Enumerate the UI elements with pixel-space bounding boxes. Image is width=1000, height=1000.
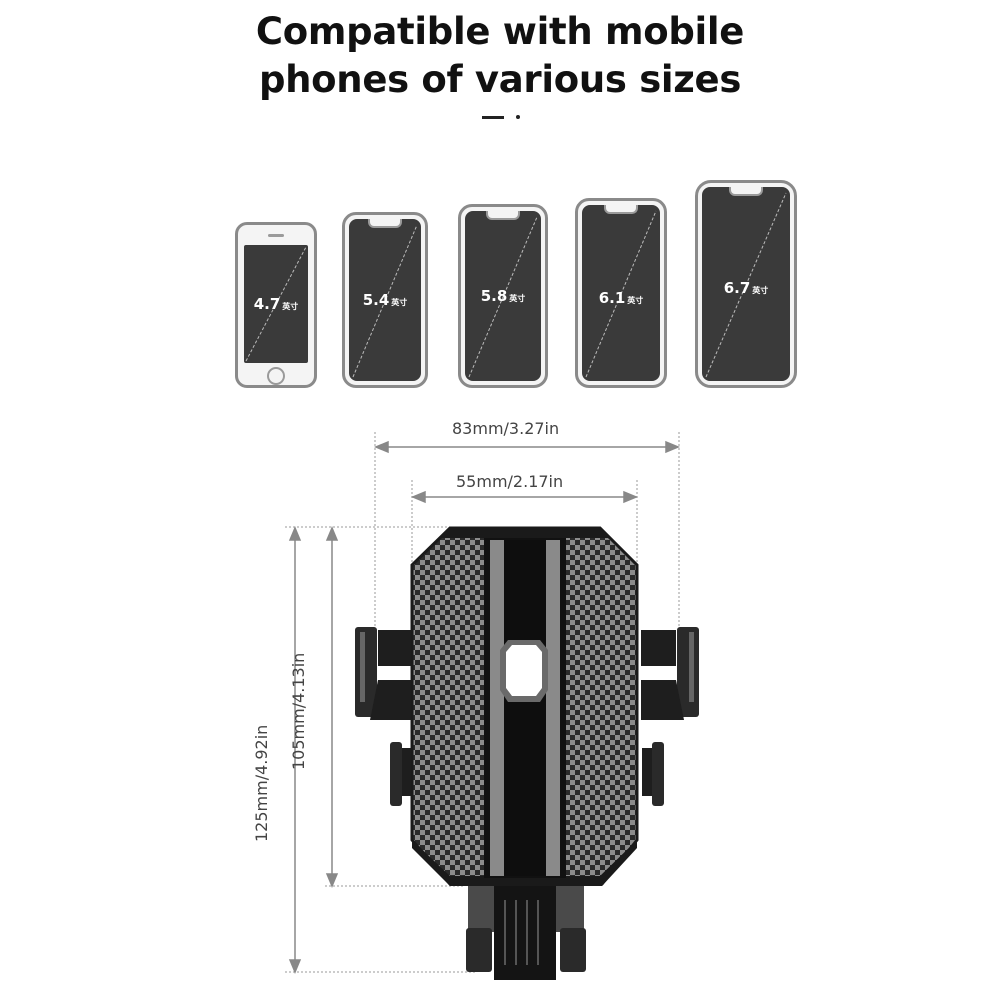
clamp-height-label: 105mm/4.13in [289, 652, 308, 770]
outer-width-label: 83mm/3.27in [452, 419, 560, 438]
left-clamp [355, 627, 413, 806]
title-line-2: phones of various sizes [258, 58, 742, 101]
right-clamp [641, 627, 699, 806]
page-title: Compatible with mobile phones of various… [0, 8, 1000, 104]
title-underline [482, 116, 504, 119]
diagonal-line [352, 224, 418, 378]
diagonal-line [245, 246, 307, 362]
total-height-label: 125mm/4.92in [252, 724, 271, 842]
notch [604, 205, 638, 214]
title-dot [516, 115, 520, 119]
bottom-mount [466, 886, 586, 980]
notch [729, 187, 763, 196]
height-arrows [288, 526, 339, 974]
width-arrows [374, 440, 680, 504]
inner-width-label: 55mm/2.17in [456, 472, 564, 491]
extension-lines [285, 432, 680, 973]
diagonal-line [705, 192, 787, 378]
title-line-1: Compatible with mobile [255, 10, 745, 53]
notch [368, 219, 402, 228]
home-button-icon [267, 367, 285, 385]
notch [486, 211, 520, 220]
diagonal-line [468, 216, 538, 378]
diagonal-line [585, 210, 657, 378]
speaker-icon [268, 234, 284, 237]
